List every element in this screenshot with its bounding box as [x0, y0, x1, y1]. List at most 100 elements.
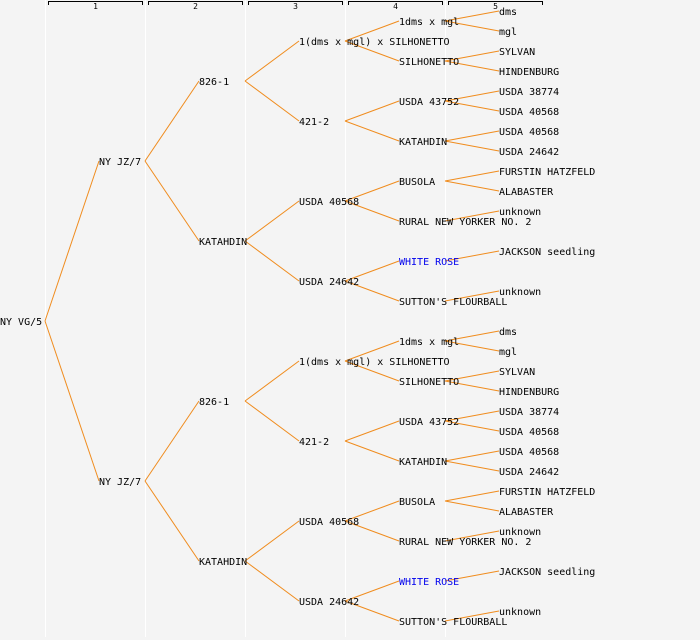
- pedigree-node: SUTTON'S FLOURBALL: [399, 617, 507, 628]
- pedigree-connector: [344, 260, 400, 282]
- pedigree-connector: [444, 460, 500, 472]
- generation-bracket: [148, 1, 243, 5]
- pedigree-node: USDA 38774: [499, 87, 559, 98]
- pedigree-node: KATAHDIN: [199, 237, 247, 248]
- pedigree-labels: NY VG/5 NY JZ/7 826-1 1(dms x mgl) x SILHON…: [0, 7, 595, 628]
- pedigree-node: USDA 24642: [499, 147, 559, 158]
- column-separators: [45, 0, 446, 637]
- pedigree-node-link[interactable]: WHITE ROSE: [399, 577, 459, 588]
- pedigree-connector: [444, 130, 500, 142]
- pedigree-connector: [344, 120, 400, 142]
- pedigree-node-link[interactable]: WHITE ROSE: [399, 257, 459, 268]
- pedigree-connector: [444, 50, 500, 62]
- pedigree-node: SYLVAN: [499, 47, 535, 58]
- pedigree-connector: [444, 20, 500, 32]
- pedigree-node: 1dms x mgl: [399, 17, 459, 28]
- pedigree-connector: [344, 600, 400, 622]
- pedigree-node: SUTTON'S FLOURBALL: [399, 297, 507, 308]
- generation-number: 5: [493, 2, 498, 11]
- pedigree-connector: [444, 250, 500, 262]
- pedigree-node: unknown: [499, 527, 541, 538]
- pedigree-connector: [44, 160, 100, 322]
- pedigree-node: USDA 43752: [399, 97, 459, 108]
- pedigree-node: 1(dms x mgl) x SILHONETTO: [299, 37, 450, 48]
- pedigree-node: USDA 40568: [299, 197, 359, 208]
- pedigree-node: USDA 24642: [299, 277, 359, 288]
- pedigree-node: ALABASTER: [499, 187, 554, 198]
- pedigree-node: unknown: [499, 287, 541, 298]
- pedigree-connector: [244, 400, 300, 442]
- pedigree-connector: [144, 400, 200, 482]
- pedigree-connector: [344, 20, 400, 42]
- pedigree-node: 421-2: [299, 437, 329, 448]
- pedigree-connector: [244, 560, 300, 602]
- pedigree-node: FURSTIN HATZFELD: [499, 487, 595, 498]
- pedigree-connector: [344, 40, 400, 62]
- pedigree-node: HINDENBURG: [499, 387, 559, 398]
- generation-number: 4: [393, 2, 398, 11]
- pedigree-node: dms: [499, 327, 517, 338]
- pedigree-connector: [244, 520, 300, 562]
- pedigree-connector: [444, 330, 500, 342]
- pedigree-node: SILHONETTO: [399, 377, 459, 388]
- pedigree-node: USDA 38774: [499, 407, 559, 418]
- pedigree-connector: [244, 240, 300, 282]
- pedigree-connectors: [44, 10, 500, 622]
- pedigree-connector: [144, 160, 200, 242]
- pedigree-connector: [444, 180, 500, 192]
- generation-bracket: [248, 1, 343, 5]
- pedigree-connector: [444, 570, 500, 582]
- pedigree-node: NY JZ/7: [99, 157, 141, 168]
- pedigree-connector: [344, 360, 400, 382]
- pedigree-node: USDA 40568: [499, 127, 559, 138]
- pedigree-connector: [444, 530, 500, 542]
- generation-bracket: [48, 1, 143, 5]
- pedigree-connector: [444, 60, 500, 72]
- pedigree-node: unknown: [499, 207, 541, 218]
- generation-number: 2: [193, 2, 198, 11]
- pedigree-connector: [444, 380, 500, 392]
- pedigree-connector: [344, 340, 400, 362]
- pedigree-node: 826-1: [199, 397, 229, 408]
- pedigree-node: USDA 40568: [299, 517, 359, 528]
- pedigree-connector: [244, 80, 300, 122]
- generation-bracket: [448, 1, 543, 5]
- pedigree-connector: [444, 140, 500, 152]
- pedigree-connector: [344, 180, 400, 202]
- pedigree-node: 1(dms x mgl) x SILHONETTO: [299, 357, 450, 368]
- pedigree-node: RURAL NEW YORKER NO. 2: [399, 537, 531, 548]
- pedigree-connector: [444, 10, 500, 22]
- pedigree-connector: [244, 40, 300, 82]
- pedigree-node: 421-2: [299, 117, 329, 128]
- pedigree-connector: [344, 200, 400, 222]
- pedigree-node: 1dms x mgl: [399, 337, 459, 348]
- pedigree-node: USDA 40568: [499, 107, 559, 118]
- pedigree-connector: [444, 170, 500, 182]
- pedigree-connector: [244, 200, 300, 242]
- pedigree-connector: [344, 100, 400, 122]
- pedigree-node: FURSTIN HATZFELD: [499, 167, 595, 178]
- pedigree-connector: [444, 370, 500, 382]
- pedigree-connector: [344, 580, 400, 602]
- generation-number: 3: [293, 2, 298, 11]
- pedigree-node: KATAHDIN: [199, 557, 247, 568]
- pedigree-node: ALABASTER: [499, 507, 554, 518]
- pedigree-node: RURAL NEW YORKER NO. 2: [399, 217, 531, 228]
- pedigree-connector: [344, 520, 400, 542]
- pedigree-node: HINDENBURG: [499, 67, 559, 78]
- pedigree-node: SILHONETTO: [399, 57, 459, 68]
- pedigree-connector: [444, 210, 500, 222]
- pedigree-node: 826-1: [199, 77, 229, 88]
- pedigree-connector: [444, 420, 500, 432]
- pedigree-node: JACKSON seedling: [499, 247, 595, 258]
- pedigree-connector: [444, 610, 500, 622]
- pedigree-node: NY VG/5: [0, 317, 42, 328]
- pedigree-node: USDA 24642: [499, 467, 559, 478]
- pedigree-node: KATAHDIN: [399, 137, 447, 148]
- pedigree-connector: [444, 410, 500, 422]
- pedigree-connector: [344, 440, 400, 462]
- pedigree-node: USDA 24642: [299, 597, 359, 608]
- pedigree-connector: [444, 100, 500, 112]
- pedigree-node: mgl: [499, 27, 517, 38]
